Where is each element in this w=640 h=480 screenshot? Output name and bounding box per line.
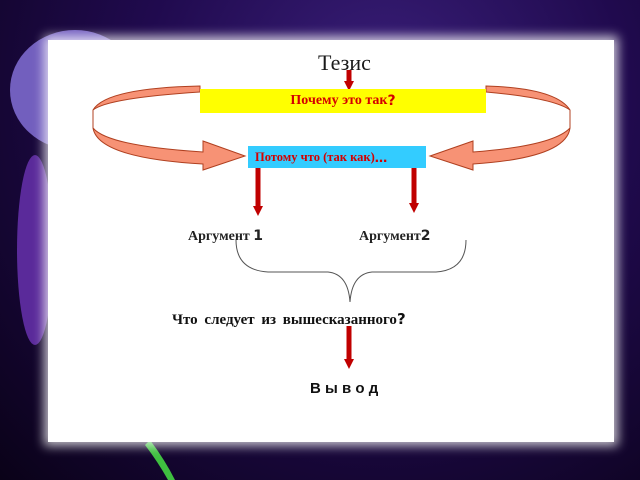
title-tezis: Тезис xyxy=(318,50,371,75)
argument-diagram xyxy=(92,70,571,369)
question-what-follows: Что следует из вышесказанного? xyxy=(172,310,406,329)
why-question-text: Почему это так xyxy=(290,93,388,108)
question-text: Что следует из вышесказанного xyxy=(172,312,397,328)
because-dots: … xyxy=(374,149,388,165)
left-curved-arrow xyxy=(92,85,247,171)
question-mark: ? xyxy=(396,310,406,328)
because-box: Потому что (так как)… xyxy=(248,146,426,168)
argument1-label: Аргумент xyxy=(188,229,254,244)
flower-petal-lower xyxy=(17,155,53,345)
argument2-label: Аргумент xyxy=(359,229,421,244)
argument-2: Аргумент2 xyxy=(359,228,431,245)
argument-1: Аргумент 1 xyxy=(188,228,263,245)
why-box: Почему это так? xyxy=(200,89,486,113)
curly-brace xyxy=(235,239,467,303)
argument2-number: 2 xyxy=(420,228,431,244)
flower-stem xyxy=(145,440,175,480)
argument1-number: 1 xyxy=(253,228,264,244)
why-question-mark: ? xyxy=(387,93,396,109)
because-text: Потому что (так как) xyxy=(255,149,375,164)
slide-card: Тезис Почему это так? Потому что (так ка… xyxy=(48,40,614,442)
right-curved-arrow xyxy=(428,85,571,171)
conclusion-label: В ы в о д xyxy=(310,380,379,397)
